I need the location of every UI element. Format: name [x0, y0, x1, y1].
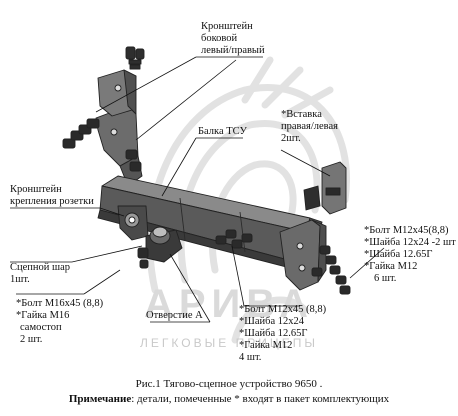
leader-lines	[10, 56, 385, 323]
watermark-tagline: ЛЕГКОВЫЕ ПРИЦЕПЫ	[140, 336, 318, 350]
label-center-fasteners: *Болт М12х45 (8,8) *Шайба 12х24 *Шайба 1…	[239, 304, 327, 363]
label-hole-a: Отверстие А	[146, 310, 203, 321]
watermark-brand: АРИВА	[143, 282, 315, 326]
tow-ball	[137, 226, 183, 269]
note-label: Примечание	[68, 393, 132, 405]
figure-note: Примечание: детали, помеченные * входят …	[0, 393, 458, 406]
label-left-fasteners: *Болт М16х45 (8,8) *Гайка М16 самостоп 2…	[16, 298, 104, 345]
label-socket-bracket: Кронштейн крепления розетки	[10, 184, 94, 207]
center-fastener-cluster	[215, 229, 253, 249]
left-fastener-cluster	[62, 118, 142, 172]
right-side-bracket	[279, 219, 327, 291]
socket-bracket	[117, 205, 149, 241]
top-bolts	[125, 46, 145, 70]
right-fastener-cluster	[311, 245, 351, 295]
right-insert	[303, 161, 347, 215]
label-beam: Балка ТСУ	[198, 126, 247, 137]
figure-caption: Рис.1 Тягово-сцепное устройство 9650 .	[135, 378, 323, 390]
note-text: : детали, помеченные * входят в пакет ко…	[131, 393, 390, 405]
label-right-fasteners: *Болт М12х45(8,8) *Шайба 12х24 -2 шт *Ша…	[364, 225, 456, 284]
label-side-bracket: Кронштейн боковой левый/правый	[201, 21, 265, 56]
label-tow-ball: Сцепной шар 1шт.	[10, 262, 71, 285]
label-insert: *Вставка правая/левая 2шт.	[281, 109, 338, 144]
